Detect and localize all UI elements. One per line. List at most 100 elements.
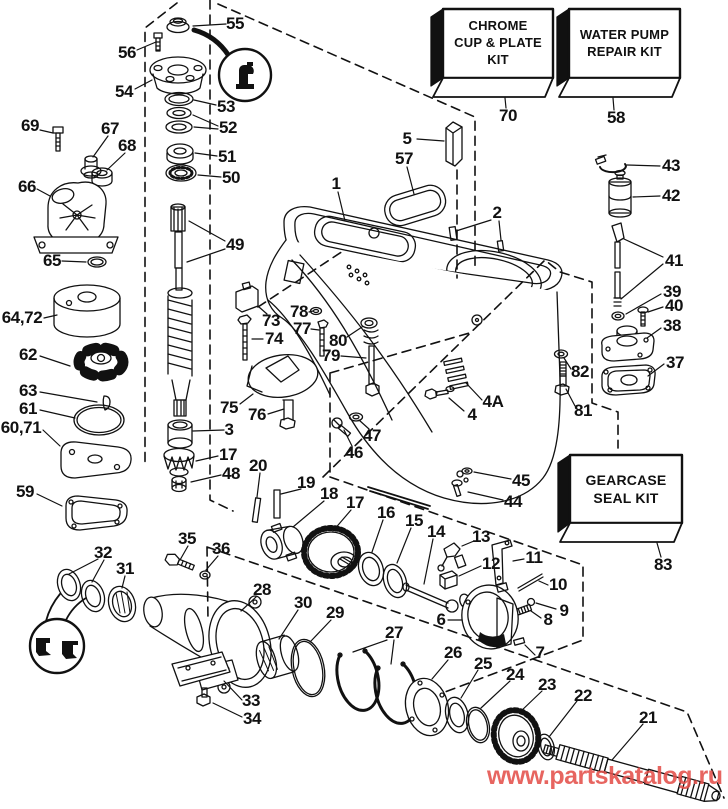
part-label-24: 24 (505, 665, 525, 684)
part-label-32: 32 (93, 543, 113, 562)
part-label-15: 15 (404, 511, 424, 530)
part-label-76: 76 (247, 405, 267, 424)
part-label-31: 31 (115, 559, 135, 578)
part-label-4: 4 (467, 405, 477, 424)
leader-line-81 (565, 388, 576, 407)
kit-gear-line2: SEAL KIT (593, 490, 659, 506)
leader-line-70 (504, 97, 507, 109)
part-label-13: 13 (471, 527, 491, 546)
part-label-17-a: 17 (218, 445, 238, 464)
leader-line-33 (223, 680, 243, 701)
leader-line-64,72 (43, 314, 58, 319)
leader-line-56 (136, 41, 157, 51)
part-label-65: 65 (42, 251, 62, 270)
leader-line-57 (406, 166, 415, 195)
part-label-11: 11 (525, 548, 543, 567)
part-label-57: 57 (394, 149, 414, 168)
kit-water-line1: WATER PUMP (579, 26, 670, 42)
leader-line-37 (647, 363, 665, 377)
watermark: www.partskatalog.ru (487, 762, 723, 790)
leader-line-82 (563, 357, 572, 370)
part-label-28: 28 (252, 580, 272, 599)
leader-line-12 (458, 565, 482, 577)
part-label-74: 74 (264, 329, 284, 348)
part-label-44: 44 (503, 492, 523, 511)
part-label-6: 6 (436, 610, 446, 629)
part-label-53: 53 (216, 97, 236, 116)
kit-box-chrome-cup-plate: CHROME CUP & PLATE KIT (443, 9, 553, 78)
leader-line-44 (467, 491, 504, 501)
leader-line-30 (278, 609, 299, 640)
water-pump-stack-art (149, 17, 207, 182)
leader-line-66 (36, 188, 51, 197)
part-label-49: 49 (225, 235, 245, 254)
bearing-carrier-assembly-art (28, 553, 556, 765)
leader-line-38 (646, 327, 662, 339)
part-label-83: 83 (653, 555, 673, 574)
leader-line-31 (121, 575, 126, 589)
part-label-69: 69 (20, 116, 40, 135)
kit-chrome-line2: CUP & PLATE (454, 35, 542, 51)
leader-line-51 (194, 152, 218, 157)
part-label-50: 50 (221, 168, 241, 187)
leader-line-58 (612, 97, 615, 111)
leader-line-52 (192, 114, 219, 127)
leader-line-62 (39, 355, 71, 367)
leader-line-4A (465, 382, 483, 401)
leader-line-11 (512, 558, 525, 562)
leader-line-2 (498, 220, 502, 241)
leader-line-4 (448, 397, 465, 412)
part-label-21: 21 (638, 708, 658, 727)
part-label-29: 29 (325, 603, 345, 622)
part-label-26: 26 (443, 643, 463, 662)
gearcase-housing-art (265, 205, 563, 510)
leader-line-3 (192, 429, 225, 432)
part-label-25: 25 (473, 654, 493, 673)
leader-line-49 (188, 220, 226, 242)
leader-line-15 (396, 527, 412, 564)
part-label-82: 82 (570, 362, 590, 381)
part-label-22: 22 (573, 686, 593, 705)
leader-line-76 (267, 408, 285, 415)
part-label-12: 12 (481, 554, 501, 573)
kit-gear-line1: GEARCASE (585, 471, 667, 488)
leader-line-28 (240, 596, 257, 612)
part-label-18: 18 (319, 484, 339, 503)
part-label-64-72: 64,72 (1, 308, 43, 327)
leader-line-10 (538, 580, 549, 586)
part-label-47: 47 (362, 426, 382, 445)
part-label-4A: 4A (482, 392, 504, 411)
part-label-45: 45 (511, 471, 531, 490)
part-label-54: 54 (114, 82, 134, 101)
leader-line-49 (186, 248, 226, 263)
leader-line-18 (292, 500, 325, 528)
part-label-3: 3 (224, 420, 234, 439)
leader-line-27 (352, 639, 388, 653)
kit-boxes-art (430, 7, 684, 543)
leader-line-68 (106, 152, 126, 171)
leader-line-19 (280, 488, 302, 495)
part-label-67: 67 (100, 119, 120, 138)
leader-line-40 (647, 306, 664, 313)
leader-line-21 (611, 723, 644, 761)
leader-line-77 (310, 328, 320, 331)
leader-line-7 (524, 644, 536, 656)
leader-line-32 (91, 559, 105, 583)
leader-line-34 (212, 702, 243, 718)
kit-box-water-pump-repair: WATER PUMP REPAIR KIT (569, 9, 680, 78)
part-label-61: 61 (18, 399, 38, 418)
leader-line-43 (626, 164, 661, 167)
part-label-36: 36 (211, 539, 231, 558)
part-label-37: 37 (665, 353, 685, 372)
leader-line-42 (632, 195, 661, 198)
part-label-17-b: 17 (345, 493, 365, 512)
part-label-60-71: 60,71 (0, 418, 42, 437)
leader-line-23 (518, 690, 543, 714)
part-label-38: 38 (662, 316, 682, 335)
leader-line-53 (193, 99, 217, 106)
leader-line-50 (197, 174, 222, 178)
water-pump-base-column-art (594, 154, 656, 396)
part-label-34: 34 (242, 709, 262, 728)
